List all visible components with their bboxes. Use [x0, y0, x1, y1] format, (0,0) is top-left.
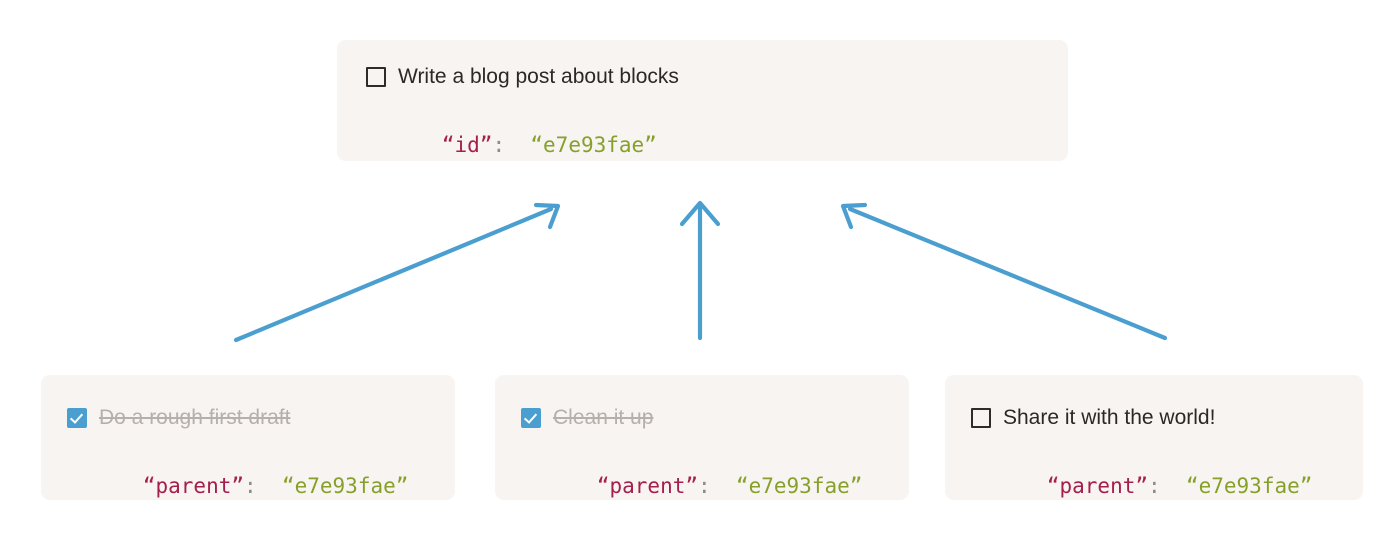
- checkbox-checked-icon[interactable]: [521, 408, 541, 428]
- child-1-json-row: “parent”: “e7e93fae”: [67, 444, 455, 528]
- child-2-task-label: Clean it up: [553, 406, 654, 429]
- child-block-card-3[interactable]: Share it with the world! “parent”: “e7e9…: [945, 375, 1363, 500]
- child-1-json-space: [257, 474, 282, 498]
- child-3-task-label: Share it with the world!: [1003, 406, 1216, 429]
- arrow-child-1-to-root: [233, 202, 561, 343]
- child-1-json-value: “e7e93fae”: [281, 474, 409, 498]
- child-3-json-key: “parent”: [1046, 474, 1149, 498]
- root-json-key: “id”: [441, 133, 493, 157]
- child-block-card-2[interactable]: Clean it up “parent”: “e7e93fae”: [495, 375, 909, 500]
- child-1-json-key: “parent”: [142, 474, 245, 498]
- checkbox-unchecked-icon[interactable]: [366, 67, 386, 87]
- root-json-row: “id”: “e7e93fae”: [366, 103, 1068, 187]
- root-json-value: “e7e93fae”: [530, 133, 657, 157]
- child-1-task-row: Do a rough first draft: [67, 405, 455, 431]
- root-json-space: [505, 133, 530, 157]
- child-3-json-row: “parent”: “e7e93fae”: [971, 444, 1363, 528]
- child-1-json-colon: :: [244, 474, 257, 498]
- child-2-json-value: “e7e93fae”: [735, 474, 863, 498]
- child-2-task-row: Clean it up: [521, 405, 909, 431]
- child-1-task-label: Do a rough first draft: [99, 406, 291, 429]
- root-task-label: Write a blog post about blocks: [398, 65, 679, 88]
- child-2-json-key: “parent”: [596, 474, 699, 498]
- child-2-json-space: [711, 474, 736, 498]
- child-3-json-value: “e7e93fae”: [1185, 474, 1313, 498]
- root-task-row: Write a blog post about blocks: [366, 64, 1068, 90]
- arrow-child-3-to-root: [840, 202, 1168, 341]
- arrow-child-2-to-root: [679, 200, 721, 341]
- child-2-json-colon: :: [698, 474, 711, 498]
- checkbox-checked-icon[interactable]: [67, 408, 87, 428]
- root-json-colon: :: [492, 133, 506, 157]
- checkbox-unchecked-icon[interactable]: [971, 408, 991, 428]
- child-3-json-space: [1161, 474, 1186, 498]
- root-block-card[interactable]: Write a blog post about blocks “id”: “e7…: [337, 40, 1068, 161]
- child-block-card-1[interactable]: Do a rough first draft “parent”: “e7e93f…: [41, 375, 455, 500]
- child-2-json-row: “parent”: “e7e93fae”: [521, 444, 909, 528]
- child-3-task-row: Share it with the world!: [971, 405, 1363, 431]
- child-3-json-colon: :: [1148, 474, 1161, 498]
